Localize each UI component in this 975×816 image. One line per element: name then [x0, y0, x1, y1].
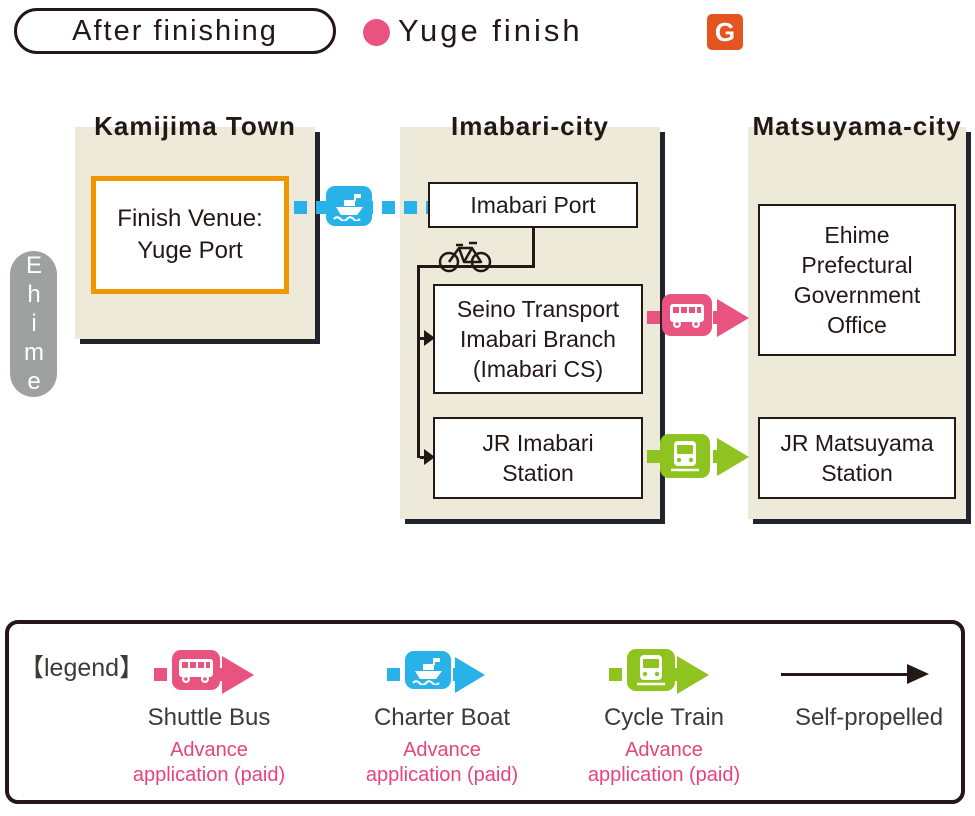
bicycle-route-connector: [417, 265, 535, 268]
train-icon: [627, 649, 675, 691]
legend-self-propelled-line: [781, 673, 913, 676]
gov-office-box: Ehime Prefectural Government Office: [758, 204, 956, 356]
bicycle-route-connector: [417, 265, 420, 458]
region-title-kamijima: Kamijima Town: [94, 111, 296, 141]
boat-icon-glyph: [333, 194, 363, 221]
bus-icon: [662, 294, 712, 336]
arrowhead-to-jr-imabari: [424, 449, 435, 465]
legend-label-shuttle-bus: Shuttle Bus: [147, 704, 271, 731]
bicycle-route-connector: [532, 228, 535, 268]
region-title-imabari: Imabari-city: [451, 111, 609, 141]
imabari-port-box: Imabari Port: [428, 182, 638, 228]
legend-cycle-train-arrowhead: [677, 656, 709, 694]
jr-imabari-station-box: JR Imabari Station: [433, 417, 643, 499]
legend-charter-boat-arrowhead: [455, 657, 485, 693]
shuttle-bus-arrowhead: [717, 299, 749, 337]
legend-note-shuttle-bus: Advance application (paid): [132, 739, 286, 786]
seino-transport-box: Seino Transport Imabari Branch (Imabari …: [433, 284, 643, 394]
region-title-matsuyama: Matsuyama-city: [752, 111, 962, 141]
arrowhead-to-seino: [424, 330, 435, 346]
region-imabari-city: Imabari-city Imabari Port Seino Transpor…: [400, 111, 660, 519]
bicycle-route-connector: [420, 337, 427, 340]
legend-label-cycle-train: Cycle Train: [603, 704, 725, 731]
bicycle-icon: [438, 234, 492, 279]
finish-dot-icon: [363, 19, 390, 46]
cycle-train-arrowhead: [717, 438, 749, 476]
region-matsuyama-city: Matsuyama-city Ehime Prefectural Governm…: [748, 111, 966, 519]
finish-label: Yuge finish: [398, 13, 583, 48]
legend-label-self-propelled: Self-propelled: [794, 704, 944, 731]
legend-title: 【legend】: [19, 654, 145, 682]
jr-matsuyama-station-box: JR Matsuyama Station: [758, 417, 956, 499]
prefecture-label: Ehime: [10, 251, 57, 397]
stage-label-text: After finishing: [72, 14, 278, 47]
legend-box: 【legend】 Shuttle Bus Advance application…: [5, 620, 965, 804]
boat-icon: [326, 186, 372, 226]
boat-icon: [405, 651, 451, 689]
bicycle-route-connector: [420, 456, 427, 459]
stage-label: After finishing: [14, 8, 336, 54]
legend-shuttle-bus-arrowhead: [222, 656, 254, 694]
legend-label-charter-boat: Charter Boat: [373, 704, 511, 731]
legend-note-charter-boat: Advance application (paid): [365, 739, 519, 786]
bus-icon: [172, 650, 220, 690]
map-link-badge[interactable]: G: [707, 14, 743, 50]
region-kamijima-town: Kamijima Town Finish Venue: Yuge Port: [75, 111, 315, 339]
train-icon: [660, 434, 710, 478]
finish-venue-box: Finish Venue: Yuge Port: [91, 176, 289, 294]
legend-self-propelled-arrowhead: [907, 664, 929, 684]
legend-note-cycle-train: Advance application (paid): [587, 739, 741, 786]
